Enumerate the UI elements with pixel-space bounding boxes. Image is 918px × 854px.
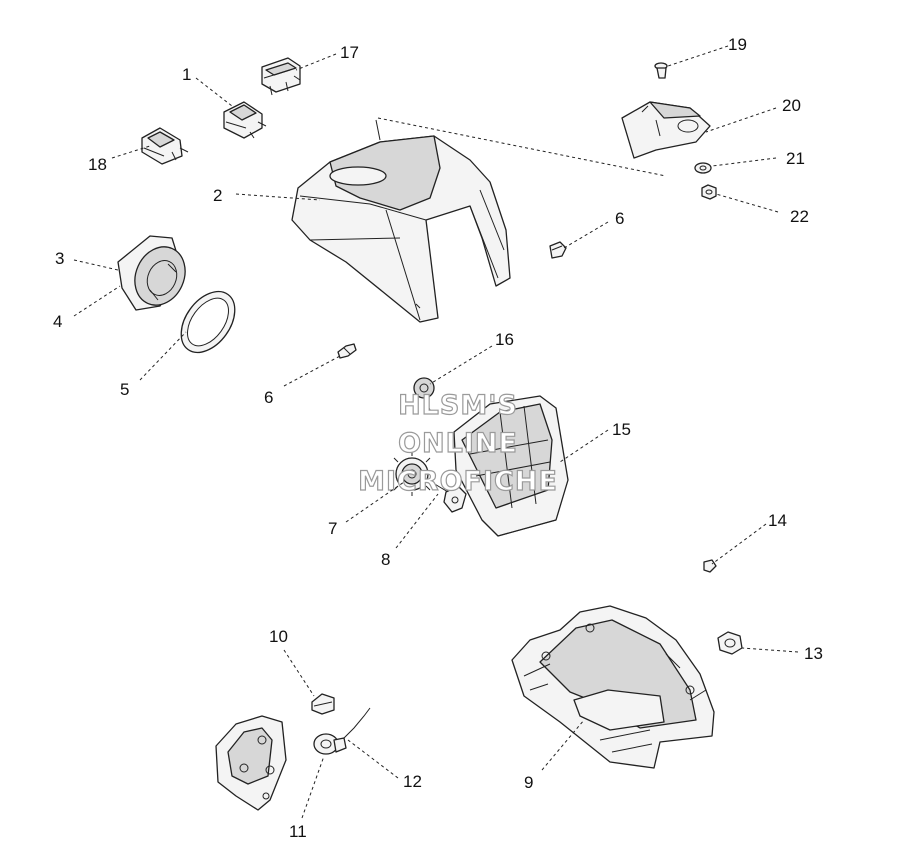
callout-6-lower: 6 (264, 388, 273, 407)
washer-21 (694, 162, 712, 174)
callout-13: 13 (804, 644, 823, 663)
callout-15: 15 (612, 420, 631, 439)
watermark: HLSM'S ONLINE MICROFICHE (357, 389, 558, 497)
switch-1 (223, 101, 267, 139)
nut-22 (701, 184, 717, 200)
screw-19 (654, 62, 668, 79)
callout-10: 10 (269, 627, 288, 646)
callout-6-upper: 6 (615, 209, 624, 228)
callout-16: 16 (495, 330, 514, 349)
wire-12 (339, 707, 371, 743)
callout-19: 19 (728, 35, 747, 54)
switch-18 (141, 127, 189, 165)
callout-8: 8 (381, 550, 390, 569)
callout-2: 2 (213, 186, 222, 205)
callout-3: 3 (55, 249, 64, 268)
watermark-line-2: ONLINE (398, 428, 518, 459)
callout-5: 5 (120, 380, 129, 399)
callout-7: 7 (328, 519, 337, 538)
socket-11 (313, 733, 347, 755)
callout-12: 12 (403, 772, 422, 791)
callout-1: 1 (182, 65, 191, 84)
leader-lines (73, 45, 799, 819)
screw-6-upper (549, 241, 567, 259)
callout-17: 17 (340, 43, 359, 62)
callout-20: 20 (782, 96, 801, 115)
callout-4: 4 (53, 312, 62, 331)
callout-18: 18 (88, 155, 107, 174)
lower-housing-9 (511, 605, 715, 769)
watermark-line-1: HLSM'S (398, 390, 518, 421)
screw-14 (703, 559, 717, 573)
gear-adjuster-7 (390, 452, 434, 496)
callout-9: 9 (524, 773, 533, 792)
bracket-20 (621, 101, 711, 159)
callout-labels: 1 17 18 2 3 4 5 6 6 19 20 21 22 16 15 7 … (53, 35, 823, 841)
switch-17 (261, 57, 301, 96)
screw-6-lower (337, 343, 357, 359)
watermark-line-3: MICROFICHE (358, 466, 558, 497)
grommet-13 (717, 631, 743, 655)
mounting-bracket (215, 715, 287, 811)
headlight-housing-15 (453, 395, 569, 537)
callout-21: 21 (786, 149, 805, 168)
callout-14: 14 (768, 511, 787, 530)
gasket-ring-5 (180, 290, 236, 354)
callout-11: 11 (289, 822, 307, 841)
callout-22: 22 (790, 207, 809, 226)
headlight-lamp-4 (117, 235, 186, 311)
spring-8 (427, 479, 467, 513)
adjuster-16 (413, 377, 435, 411)
bolt-10 (311, 693, 335, 715)
headlight-pod-cover-2 (291, 119, 511, 323)
